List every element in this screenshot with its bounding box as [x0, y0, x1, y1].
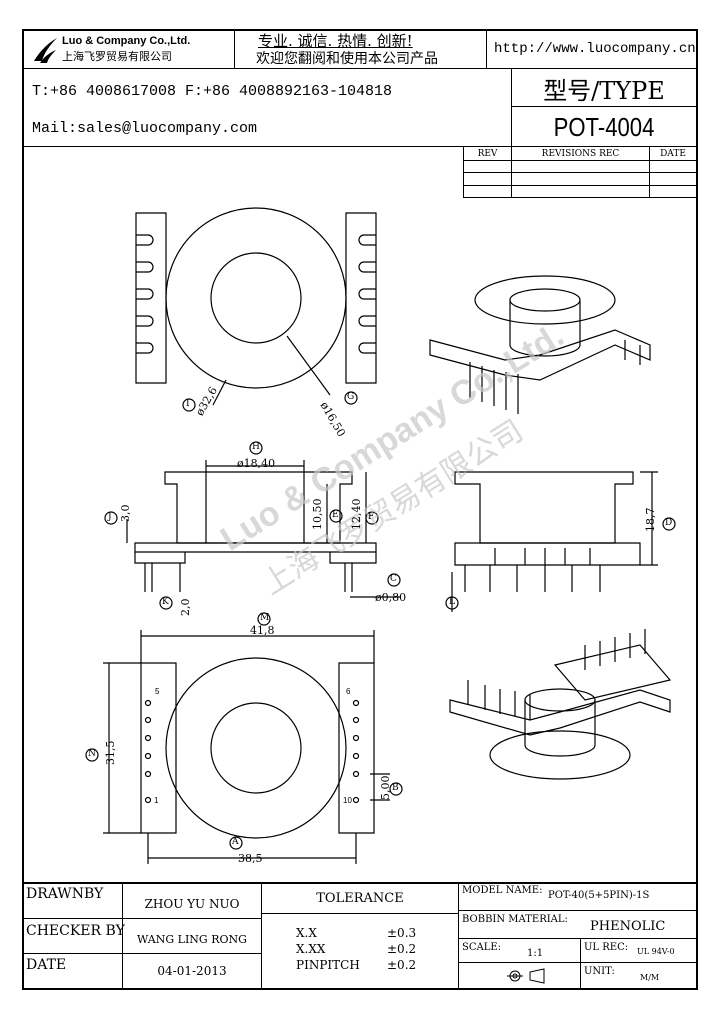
pin-label-1: 1 [154, 796, 159, 805]
tol-key-xxx: X.XX [296, 942, 326, 956]
top-view [135, 207, 377, 412]
label-A: A [232, 837, 239, 847]
bobbin-value: PHENOLIC [590, 919, 666, 934]
phone-fax-line: T:+86 4008617008 F:+86 4008892163-104818 [32, 83, 393, 100]
scale-label: SCALE: [462, 942, 502, 953]
tol-key-xx: X.X [296, 926, 317, 940]
label-G: G [347, 392, 355, 402]
dim-50: 5,00 [379, 775, 392, 801]
scale-value: 1:1 [527, 948, 544, 959]
iso-view-bottom [449, 629, 672, 780]
checker-value: WANG LING RONG [137, 932, 247, 946]
revisions-rec-header: REVISIONS REC [541, 149, 620, 159]
dim-315: 31,5 [104, 740, 117, 766]
unit-label: UNIT: [584, 966, 615, 977]
slogan-line-1: 专业. 诚信. 热情. 创新! [258, 32, 413, 50]
drawnby-label: DRAWNBY [26, 886, 104, 902]
dim-20: 2,0 [179, 598, 192, 617]
label-H: H [252, 442, 260, 452]
model-name-label: MODEL NAME: [462, 885, 543, 896]
company-name-en: Luo & Company Co.,Ltd. [62, 35, 191, 47]
model-name-value: POT-40(5+5PIN)-1S [548, 890, 650, 901]
model-number: POT-4004 [553, 111, 655, 142]
dim-385: 38,5 [238, 852, 263, 865]
rev-date-header: DATE [660, 149, 686, 159]
rev-header: REV [477, 149, 498, 159]
label-E: E [332, 510, 339, 520]
dim-418: 41,8 [250, 624, 275, 637]
slogan-line-2: 欢迎您翻阅和使用本公司产品 [256, 51, 438, 67]
bobbin-label: BOBBIN MATERIAL: [462, 914, 568, 925]
tol-val-pinpitch: ±0.2 [387, 958, 417, 972]
unit-value: M/M [640, 973, 660, 982]
company-logo [30, 33, 60, 65]
label-D: D [665, 518, 673, 528]
dim-outer-diameter: ø32,6 [193, 384, 220, 418]
bottom-view [85, 612, 403, 864]
tol-key-pinpitch: PINPITCH [296, 958, 360, 972]
dim-187: 18,7 [644, 507, 657, 533]
pin-label-5: 5 [155, 687, 160, 696]
type-label: 型号/TYPE [543, 76, 665, 105]
email-line[interactable]: Mail:sales@luocompany.com [32, 120, 258, 137]
label-L: L [449, 597, 455, 607]
tol-val-xxx: ±0.2 [387, 942, 417, 956]
website-link[interactable]: http://www.luocompany.cn [494, 41, 696, 57]
label-M: M [260, 613, 270, 623]
ulrec-label: UL REC: [584, 942, 629, 953]
side-view [445, 471, 676, 612]
label-I: I [186, 399, 190, 409]
dim-1050: 10,50 [311, 498, 324, 531]
company-name-cn: 上海飞罗贸易有限公司 [62, 50, 172, 63]
drawnby-value: ZHOU YU NUO [144, 897, 240, 911]
checker-label: CHECKER BY [26, 923, 125, 939]
date-value: 04-01-2013 [157, 964, 227, 978]
dim-width-top: ø18,40 [237, 457, 276, 470]
dim-pin-diameter: ø0,80 [375, 591, 407, 604]
swoosh-logo-icon [34, 38, 57, 63]
tolerance-title: TOLERANCE [316, 890, 404, 906]
ulrec-value: UL 94V-0 [637, 947, 675, 956]
label-B: B [392, 783, 399, 793]
pin-label-10: 10 [343, 796, 352, 805]
date-label: DATE [26, 957, 67, 973]
dim-1240: 12,40 [350, 498, 363, 531]
label-J: J [108, 512, 112, 522]
dim-30: 3,0 [119, 504, 132, 523]
pin-label-6: 6 [346, 687, 351, 696]
dim-inner-diameter: ø16,50 [317, 399, 348, 440]
label-N: N [88, 749, 96, 759]
label-F: F [368, 512, 375, 522]
label-K: K [162, 597, 169, 607]
projection-symbol-icon [507, 968, 545, 984]
label-C: C [390, 574, 397, 584]
tol-val-xx: ±0.3 [387, 926, 417, 940]
